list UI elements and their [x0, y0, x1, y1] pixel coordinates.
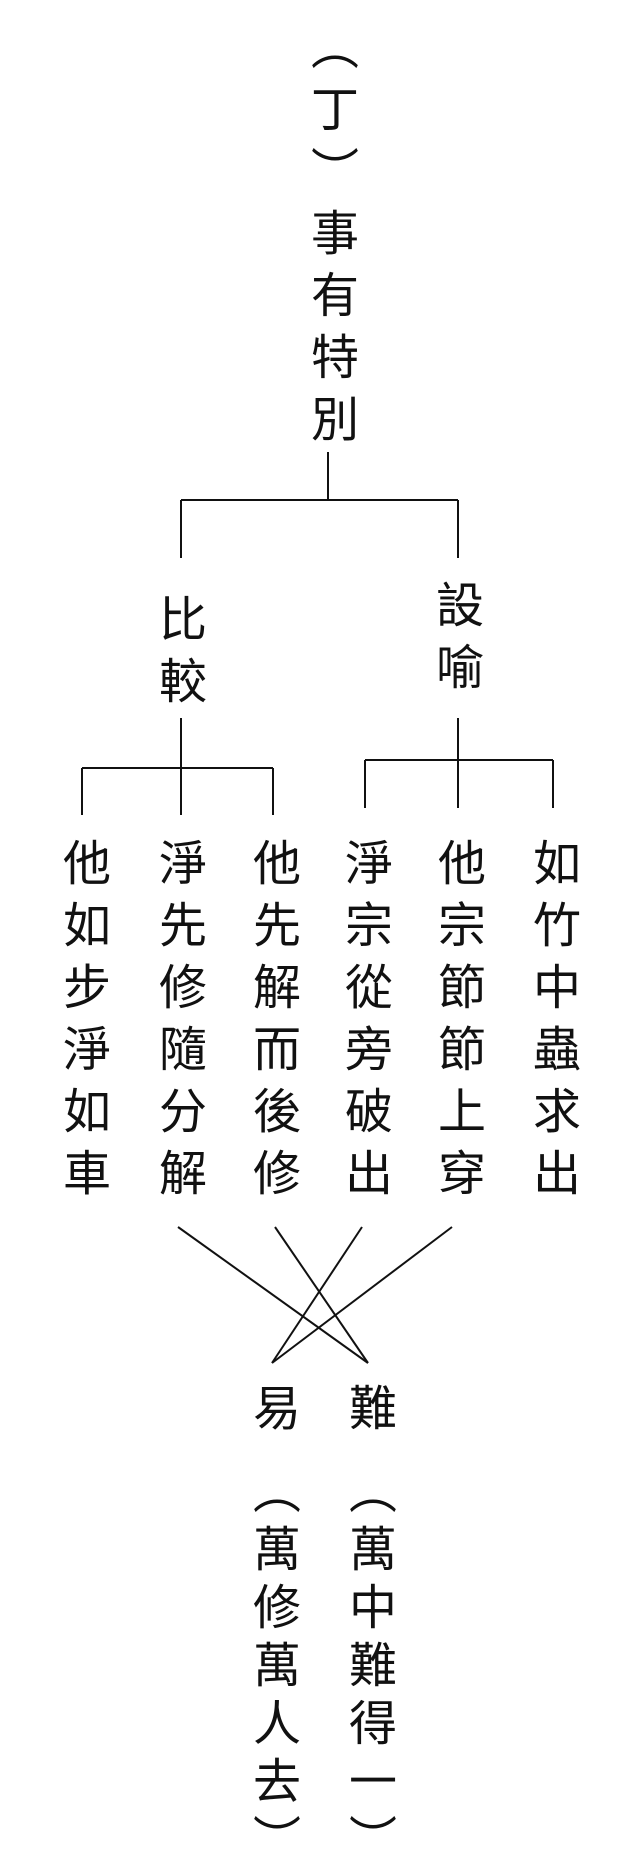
phrase-left-2: 淨先修隨分解: [150, 838, 206, 1210]
phrase-right-1: 淨宗從旁破出: [336, 838, 392, 1210]
cross-line-a: [177, 1226, 369, 1364]
phrase-left-1: 他如步淨如車: [54, 838, 110, 1210]
cross-line-b: [274, 1226, 369, 1364]
outcome-hard-label: 難: [340, 1383, 396, 1445]
root-title: （丁）事有特別: [302, 22, 358, 456]
branch-label-metaphor: 設喻: [427, 580, 483, 704]
phrase-left-3: 他先解而後修: [244, 838, 300, 1210]
cross-line-d: [271, 1226, 453, 1364]
outcome-easy-note: （萬修萬人去）: [244, 1466, 300, 1872]
cross-line-c: [271, 1226, 363, 1364]
branch-label-comparison: 比較: [150, 594, 206, 718]
outcome-easy-label: 易: [244, 1383, 300, 1445]
outcome-hard-note: （萬中難得一）: [340, 1466, 396, 1872]
phrase-right-3: 如竹中蟲求出: [524, 838, 580, 1210]
phrase-right-2: 他宗節節上穿: [429, 838, 485, 1210]
